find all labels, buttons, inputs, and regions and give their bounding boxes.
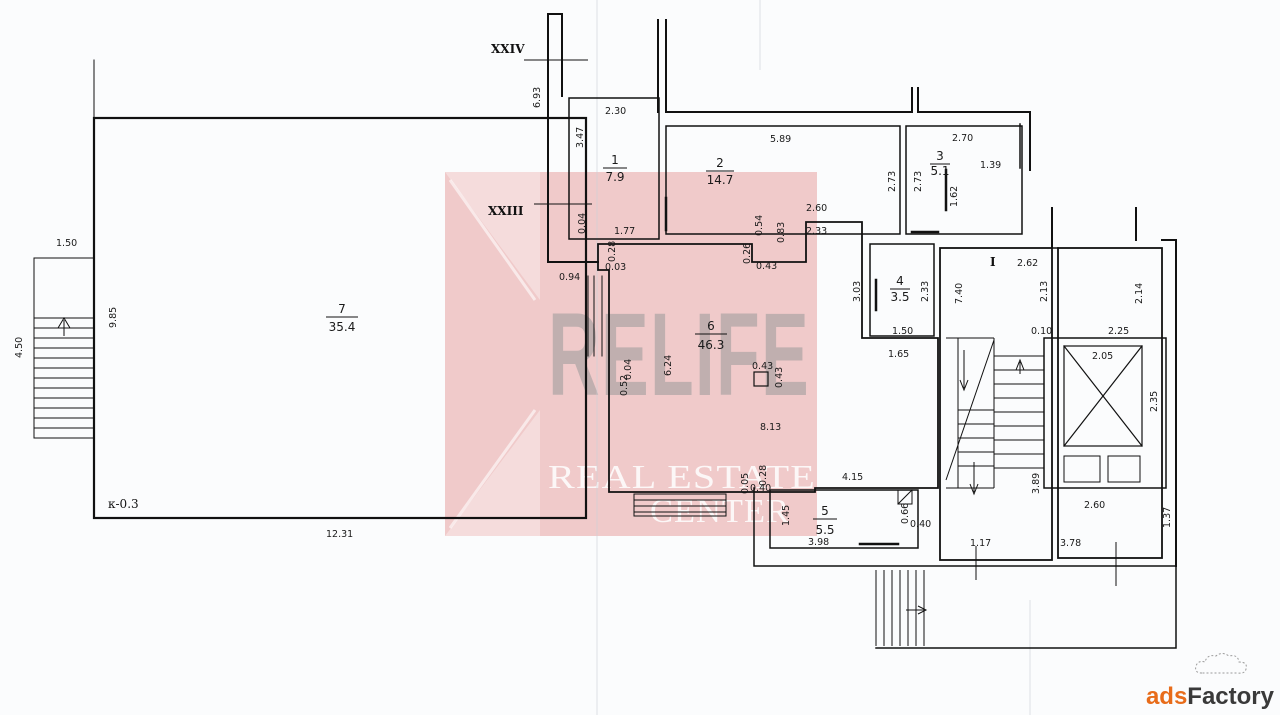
dim-label: 8.13 [760,422,781,433]
dim-label: 0.28 [607,241,618,262]
dim-label: 6.24 [663,355,674,376]
dim-label: 2.14 [1134,283,1145,304]
room-labels: 7 35.4 1 7.9 2 14.7 3 5.1 4 3.5 6 46.3 5… [326,149,950,537]
dim-label: 1.50 [56,238,77,249]
dim-label: 2.13 [1039,281,1050,302]
dim-label: 0.43 [774,367,785,388]
room-area-4: 3.5 [890,290,909,304]
room-number-4: 4 [896,274,904,288]
cloud-icon [1195,653,1247,674]
dim-label: 0.05 [740,473,751,494]
dim-label: 1.62 [949,186,960,207]
walls [33,13,1177,649]
level-mark: к-0.3 [108,497,139,511]
dim-label: 2.60 [1084,500,1105,511]
dim-label: 0.03 [605,262,626,273]
dim-label: 9.85 [108,307,119,328]
dim-label: 0.10 [1031,326,1052,337]
stairs [34,317,1117,646]
dim-label: 1.50 [892,326,913,337]
room-area-5: 5.5 [815,523,834,537]
room-area-7: 35.4 [329,320,356,334]
scan-artifacts [596,0,1031,715]
dim-label: 0.40 [750,483,771,494]
dim-label: 6.93 [532,87,543,108]
room-number-7: 7 [338,302,346,316]
dim-label: 3.98 [808,537,829,548]
dim-label: 0.04 [577,213,588,234]
dim-label: 1.37 [1162,507,1173,528]
watermark-logo: RELIFE [548,289,810,421]
dim-label: 2.70 [952,133,973,144]
axis-lines [524,59,592,205]
room-number-1: 1 [611,153,619,167]
dim-label: 2.73 [887,171,898,192]
room-area-6: 46.3 [698,338,725,352]
brand-logo: adsFactory [1146,683,1274,711]
dim-label: 4.15 [842,472,863,483]
room-number-2: 2 [716,156,724,170]
room-number-6: 6 [707,319,715,333]
dim-label: 0.04 [623,359,634,380]
dimension-labels: 1.50 4.50 9.85 12.31 6.93 2.30 3.47 0.04… [14,87,1173,549]
brand-part2: Factory [1187,683,1274,710]
brand-part1: ads [1145,683,1188,710]
dim-label: 5.89 [770,134,791,145]
dim-label: 2.62 [1017,258,1038,269]
dim-label: 0.26 [742,243,753,264]
axis-label-mid: XXIII [488,204,524,218]
room-area-2: 14.7 [707,173,734,187]
dim-label: 1.17 [970,538,991,549]
dim-label: 1.65 [888,349,909,360]
dim-label: 2.60 [806,203,827,214]
dim-label: 3.89 [1031,473,1042,494]
dim-label: 0.43 [752,361,773,372]
dim-label: 3.47 [575,127,586,148]
dim-label: 12.31 [326,529,353,540]
dim-label: 0.43 [756,261,777,272]
axis-label-top: XXIV [491,42,525,56]
dim-label: 1.77 [614,226,635,237]
axis-label-stair: I [990,255,996,269]
dim-label: 3.03 [852,281,863,302]
dim-label: 2.30 [605,106,626,117]
room-number-3: 3 [936,149,944,163]
dim-label: 2.33 [806,226,827,237]
dim-label: 0.40 [910,519,931,530]
room-area-3: 5.1 [930,164,949,178]
dim-label: 0.83 [776,222,787,243]
dim-label: 3.78 [1060,538,1081,549]
dim-label: 4.50 [14,337,25,358]
dim-label: 2.73 [913,171,924,192]
room-area-1: 7.9 [605,170,624,184]
dim-label: 2.33 [920,281,931,302]
dim-label: 0.54 [754,215,765,236]
dim-label: 0.66 [900,503,911,524]
room-number-5: 5 [821,504,829,518]
dim-label: 2.05 [1092,351,1113,362]
dim-label: 0.52 [619,375,630,396]
dim-label: 2.25 [1108,326,1129,337]
dim-label: 0.94 [559,272,580,283]
dim-label: 2.35 [1149,391,1160,412]
dim-label: 1.39 [980,160,1001,171]
dim-label: 0.28 [758,465,769,486]
dim-label: 1.45 [781,505,792,526]
dim-label: 7.40 [954,283,965,304]
